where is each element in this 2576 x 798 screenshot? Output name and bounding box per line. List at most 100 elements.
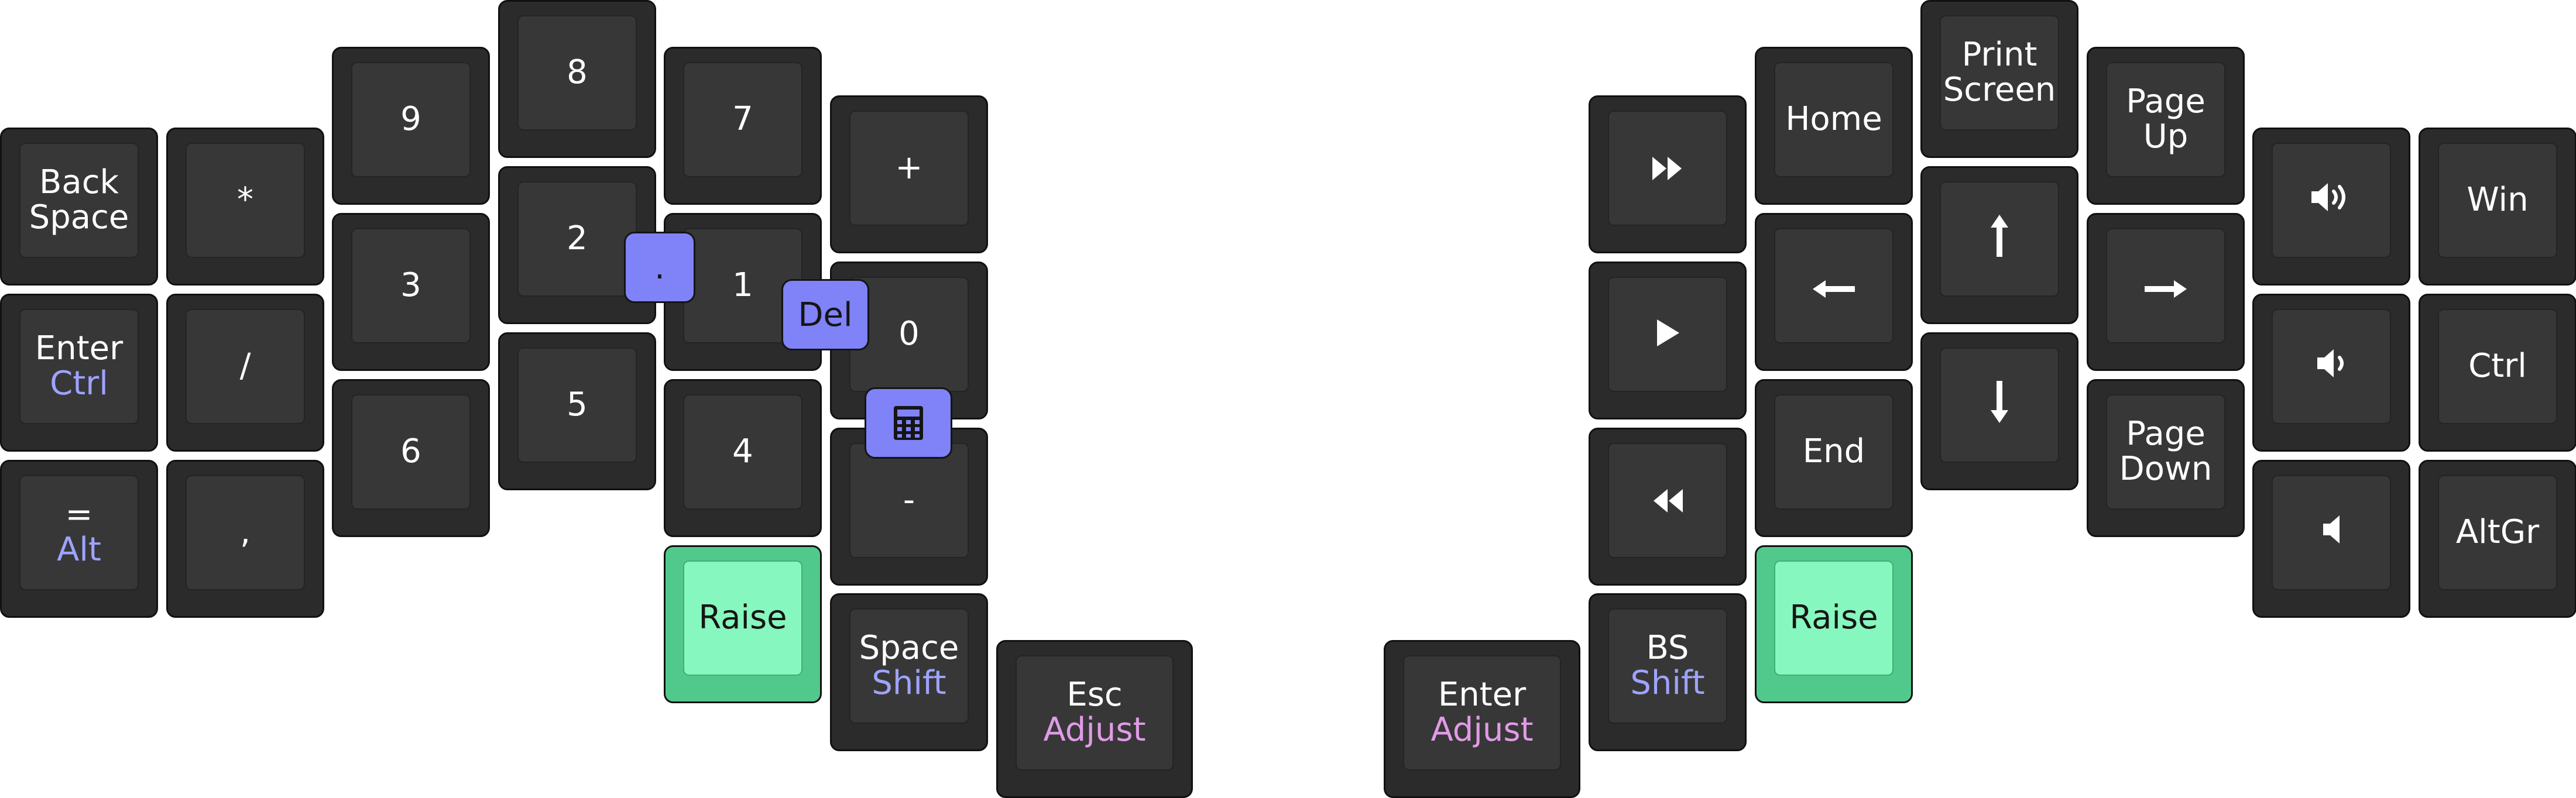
key-symbol: / [166,294,324,452]
tap-label: Enter [35,329,124,367]
tap-label: Page Up [2126,82,2205,156]
tap-label: * [237,181,253,219]
key-rewind [1589,428,1747,586]
key-legend [2088,215,2243,356]
hold-label: Shift [1630,664,1705,702]
tap-label: Raise [1789,598,1878,637]
tap-label: , [240,513,251,551]
key-legend: 6 [334,381,488,522]
hold-label: Adjust [1431,711,1534,749]
tap-label: Home [1785,100,1882,138]
fast-forward-icon [1650,147,1685,188]
key-8: 8 [498,0,656,158]
volume-down-icon [2314,346,2349,387]
keycap [186,475,305,590]
tap-label: 5 [567,386,588,424]
rewind-icon [1650,480,1685,521]
keycap [2438,309,2557,424]
key-legend: 8 [500,2,654,143]
key-legend [2254,295,2409,437]
keycap [2106,228,2225,343]
hold-label: Shift [872,664,946,702]
key-page-up: Page Up [2087,47,2245,205]
key-play [1589,262,1747,419]
combo-label: . [654,248,665,287]
key-legend: 2 [500,168,654,309]
key-legend [2254,129,2409,271]
tap-label: = [65,496,93,534]
key-win: Win [2419,128,2576,286]
key-arrow-down [1920,332,2078,490]
tap-label: 9 [400,100,421,138]
key-7: 7 [664,47,822,205]
keycap [351,394,471,510]
keycap [351,228,471,343]
keycap [2438,475,2557,590]
tap-label: End [1802,432,1865,470]
key-legend: , [168,462,323,603]
keycap [517,348,637,463]
keycap [1774,560,1894,676]
key-symbol: , [166,460,324,618]
key-symbol: =Alt [0,460,158,618]
tap-label: Print Screen [1943,36,2056,109]
key-legend [1922,168,2077,309]
key-legend [1590,429,1745,571]
arrow-left-icon [1812,265,1856,306]
tap-label: Enter [1438,676,1527,714]
keycap [1774,394,1894,510]
key-legend: Page Down [2088,381,2243,522]
key-5: 5 [498,332,656,490]
keycap [849,111,969,226]
keycap [186,309,305,424]
keycap [683,62,802,177]
keycap [19,143,139,258]
keycap [19,309,139,424]
keycap [2106,62,2225,177]
key-end: End [1755,379,1913,537]
combo-del: Del [781,279,869,350]
key-legend: + [832,97,986,239]
keycap [1940,15,2059,130]
keycap [517,181,637,297]
keycap [2272,143,2391,258]
key-legend: Ctrl [2420,295,2575,437]
key-volume-mute [2252,460,2410,618]
key-legend: 3 [334,215,488,356]
key-legend [1590,263,1745,405]
tap-label: Back Space [29,163,129,236]
tap-label: 6 [400,432,421,470]
key-legend: 1 [666,215,820,356]
tap-label: / [239,347,251,385]
play-icon [1654,314,1682,355]
key-legend [1757,215,1911,356]
keycap [1608,608,1727,724]
keycap [849,277,969,392]
tap-label: 1 [732,266,753,304]
key-raise: Raise [664,545,822,703]
tap-label: - [903,481,915,519]
tap-label: BS [1646,629,1689,667]
key-arrow-up [1920,166,2078,324]
key-back-space: Back Space [0,128,158,286]
tap-label: Space [859,629,959,667]
key-legend: Raise [666,547,820,689]
keycap [849,608,969,724]
key-4: 4 [664,379,822,537]
combo-dot: . [624,232,695,303]
key-symbol: + [830,95,988,253]
key-legend: Home [1757,49,1911,190]
key-3: 3 [332,213,490,371]
key-legend: 7 [666,49,820,190]
key-legend: 0 [832,263,986,405]
volume-up-icon [2309,180,2354,221]
key-legend: End [1757,381,1911,522]
key-6: 6 [332,379,490,537]
tap-label: 8 [567,53,588,91]
key-legend: Raise [1757,547,1911,689]
key-legend: - [832,429,986,571]
